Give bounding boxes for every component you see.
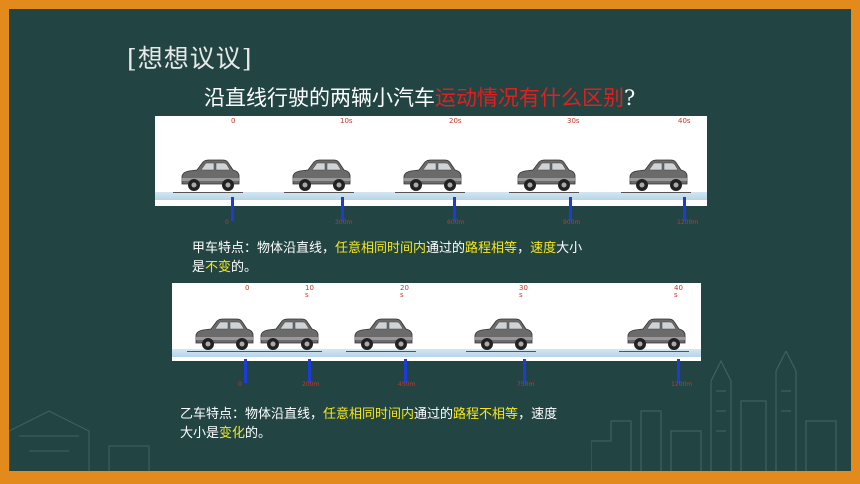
road-strip <box>155 192 707 200</box>
position-marker <box>677 359 680 383</box>
position-marker <box>341 197 344 221</box>
slide-title: [想想议议] <box>127 44 253 73</box>
road-line <box>346 351 416 352</box>
desc-a-part4: 大小 <box>556 241 583 256</box>
car-b-description: 乙车特点：物体沿直线，任意相同时间内通过的路程不相等，速度大小是变化的。 <box>180 405 680 443</box>
time-label: 40s <box>678 117 691 125</box>
road-line <box>509 192 579 193</box>
position-marker <box>453 197 456 221</box>
distance-label: 600m <box>447 219 465 226</box>
desc-b-part4: 大小是 <box>180 426 220 441</box>
car-image <box>290 158 352 192</box>
distance-label: 750m <box>517 381 535 388</box>
sketch-decoration-left <box>9 410 150 471</box>
time-label: 0 <box>245 284 250 292</box>
position-marker <box>308 359 311 383</box>
car-image <box>401 158 463 192</box>
car-a-diagram: 0 10s 20s 30s 40s <box>155 116 707 206</box>
desc-a-part5: 是 <box>192 260 206 275</box>
position-marker <box>683 197 686 221</box>
desc-b-highlight3: 变化 <box>219 426 246 441</box>
time-label: 10 s <box>305 284 314 299</box>
question-suffix: ? <box>624 86 636 110</box>
distance-label: 0 <box>238 381 242 388</box>
time-label: 0 <box>231 117 236 125</box>
distance-label: 1200m <box>677 219 699 226</box>
car-image <box>625 317 687 351</box>
car-b-diagram: 0 10 s 20 s 30 s 40 s <box>172 283 701 361</box>
city-skyline-decoration <box>591 351 837 471</box>
time-label: 40 s <box>674 284 683 299</box>
question-highlight: 运动情况有什么区别 <box>435 86 624 110</box>
car-image <box>193 317 255 351</box>
desc-b-part5: 的。 <box>245 426 272 441</box>
desc-b-highlight1: 任意相同时间内 <box>323 407 415 422</box>
time-label: 20 s <box>400 284 409 299</box>
car-image <box>515 158 577 192</box>
position-marker <box>523 359 526 383</box>
car-image <box>352 317 414 351</box>
chalkboard: [想想议议] 沿直线行驶的两辆小汽车运动情况有什么区别? 0 10s 20s 30s 4… <box>9 9 851 471</box>
desc-a-highlight3: 速度 <box>530 241 557 256</box>
road-line <box>252 351 322 352</box>
distance-label: 200m <box>302 381 320 388</box>
question-prefix: 沿直线行驶的两辆小汽车 <box>204 86 435 110</box>
desc-b-part1: 乙车特点：物体沿直线， <box>180 407 324 422</box>
car-image <box>179 158 241 192</box>
road-line <box>619 351 689 352</box>
road-line <box>284 192 354 193</box>
road-line <box>187 351 257 352</box>
position-marker <box>569 197 572 221</box>
road-strip <box>172 349 701 357</box>
desc-a-highlight1: 任意相同时间内 <box>335 241 427 256</box>
time-label: 20s <box>449 117 462 125</box>
distance-label: 1200m <box>671 381 693 388</box>
car-image <box>472 317 534 351</box>
time-label: 10s <box>340 117 353 125</box>
desc-a-part1: 甲车特点：物体沿直线， <box>192 241 336 256</box>
position-marker <box>231 197 234 221</box>
desc-b-part3: ，速度 <box>518 407 558 422</box>
question-text: 沿直线行驶的两辆小汽车运动情况有什么区别? <box>204 82 635 112</box>
distance-label: 450m <box>398 381 416 388</box>
desc-a-highlight4: 不变 <box>205 260 232 275</box>
desc-b-highlight2: 路程不相等 <box>453 407 519 422</box>
position-marker <box>404 359 407 383</box>
car-image <box>627 158 689 192</box>
distance-label: 900m <box>563 219 581 226</box>
desc-a-part3: ， <box>517 241 531 256</box>
desc-a-part6: 的。 <box>231 260 258 275</box>
desc-a-highlight2: 路程相等 <box>465 241 518 256</box>
time-label: 30 s <box>519 284 528 299</box>
road-line <box>466 351 536 352</box>
car-image <box>258 317 320 351</box>
road-line <box>621 192 691 193</box>
desc-a-part2: 通过的 <box>426 241 466 256</box>
road-line <box>395 192 465 193</box>
distance-label: 300m <box>335 219 353 226</box>
position-marker <box>244 359 247 383</box>
car-a-description: 甲车特点：物体沿直线，任意相同时间内通过的路程相等，速度大小是不变的。 <box>192 239 712 277</box>
desc-b-part2: 通过的 <box>414 407 454 422</box>
time-label: 30s <box>567 117 580 125</box>
distance-label: 0 <box>225 219 229 226</box>
road-line <box>173 192 243 193</box>
